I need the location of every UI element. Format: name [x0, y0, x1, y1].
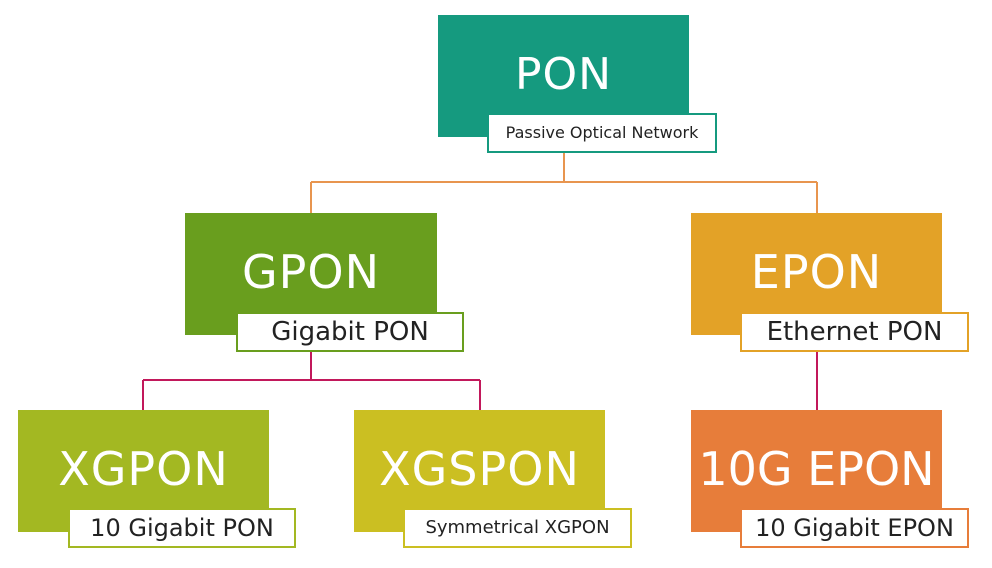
- connector-pon-children: [310, 153, 818, 213]
- node-10g-epon-title: 10G EPON: [698, 442, 935, 496]
- node-epon-title: EPON: [750, 245, 883, 299]
- node-xgspon-subtitle: Symmetrical XGPON: [403, 508, 632, 548]
- node-gpon-title: GPON: [241, 245, 380, 299]
- node-10g-epon-subtitle: 10 Gigabit EPON: [740, 508, 969, 548]
- node-xgspon-title: XGSPON: [379, 442, 580, 496]
- node-xgpon-title: XGPON: [58, 442, 229, 496]
- node-pon-title: PON: [514, 49, 613, 100]
- node-xgpon-subtitle: 10 Gigabit PON: [68, 508, 296, 548]
- node-gpon-subtitle: Gigabit PON: [236, 312, 464, 352]
- node-pon-subtitle: Passive Optical Network: [487, 113, 717, 153]
- node-epon-subtitle: Ethernet PON: [740, 312, 969, 352]
- connector-lower-children: [142, 352, 818, 410]
